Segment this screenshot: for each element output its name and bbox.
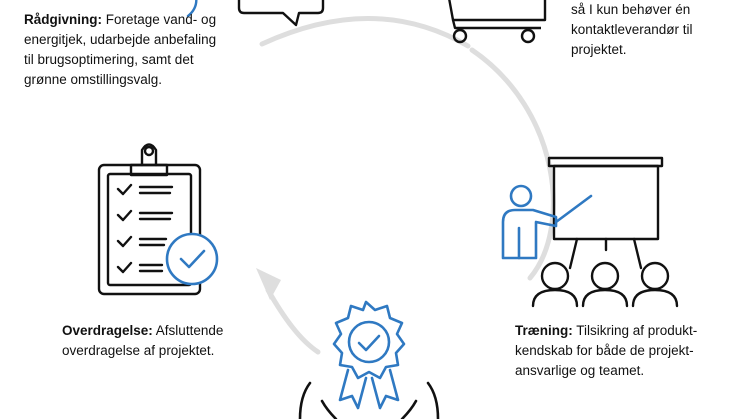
- step-text-traening-first: Tilsikring af produkt-: [572, 323, 698, 338]
- clipboard-checklist-icon: [97, 143, 202, 296]
- bubble-accent: [186, 0, 198, 18]
- presenter-icon: [501, 184, 593, 260]
- step-text-radgivning-line: til brugsoptimering, samt det: [24, 52, 194, 67]
- step-text-levering-line: projektet.: [571, 42, 627, 57]
- step-levering: så I kun behøver én kontaktleverandør ti…: [571, 0, 693, 60]
- speech-bubble-icon: [237, 0, 325, 27]
- step-text-overdragelse-line: overdragelse af projektet.: [62, 343, 215, 358]
- step-text-levering-line: kontaktleverandør til: [571, 22, 693, 37]
- step-title-radgivning: Rådgivning:: [24, 12, 102, 27]
- step-overdragelse: Overdragelse: Afsluttende overdragelse a…: [62, 321, 223, 361]
- step-text-radgivning-line: energitjek, udarbejde anbefaling: [24, 32, 217, 47]
- step-text-traening-line: kendskab for både de projekt-: [515, 343, 694, 358]
- step-text-levering-line: så I kun behøver én: [571, 2, 691, 17]
- check-circle-icon: [165, 232, 219, 286]
- step-text-overdragelse-first: Afsluttende: [152, 323, 224, 338]
- step-title-traening: Træning:: [515, 323, 573, 338]
- step-text-radgivning-line: grønne omstillingsvalg.: [24, 72, 163, 87]
- award-badge-hands-icon: [298, 300, 440, 419]
- shopping-cart-icon: [448, 0, 547, 44]
- step-title-overdragelse: Overdragelse:: [62, 323, 153, 338]
- cycle-ring: [259, 16, 556, 355]
- step-traening: Træning: Tilsikring af produkt- kendskab…: [515, 321, 697, 381]
- step-radgivning: Rådgivning: Foretage vand- og energitjek…: [24, 10, 216, 90]
- step-text-radgivning-first: Foretage vand- og: [102, 12, 217, 27]
- presentation-audience-icon: [531, 156, 679, 308]
- step-text-traening-line: ansvarlige og teamet.: [515, 363, 645, 378]
- cycle-arrow-icon: [256, 268, 281, 300]
